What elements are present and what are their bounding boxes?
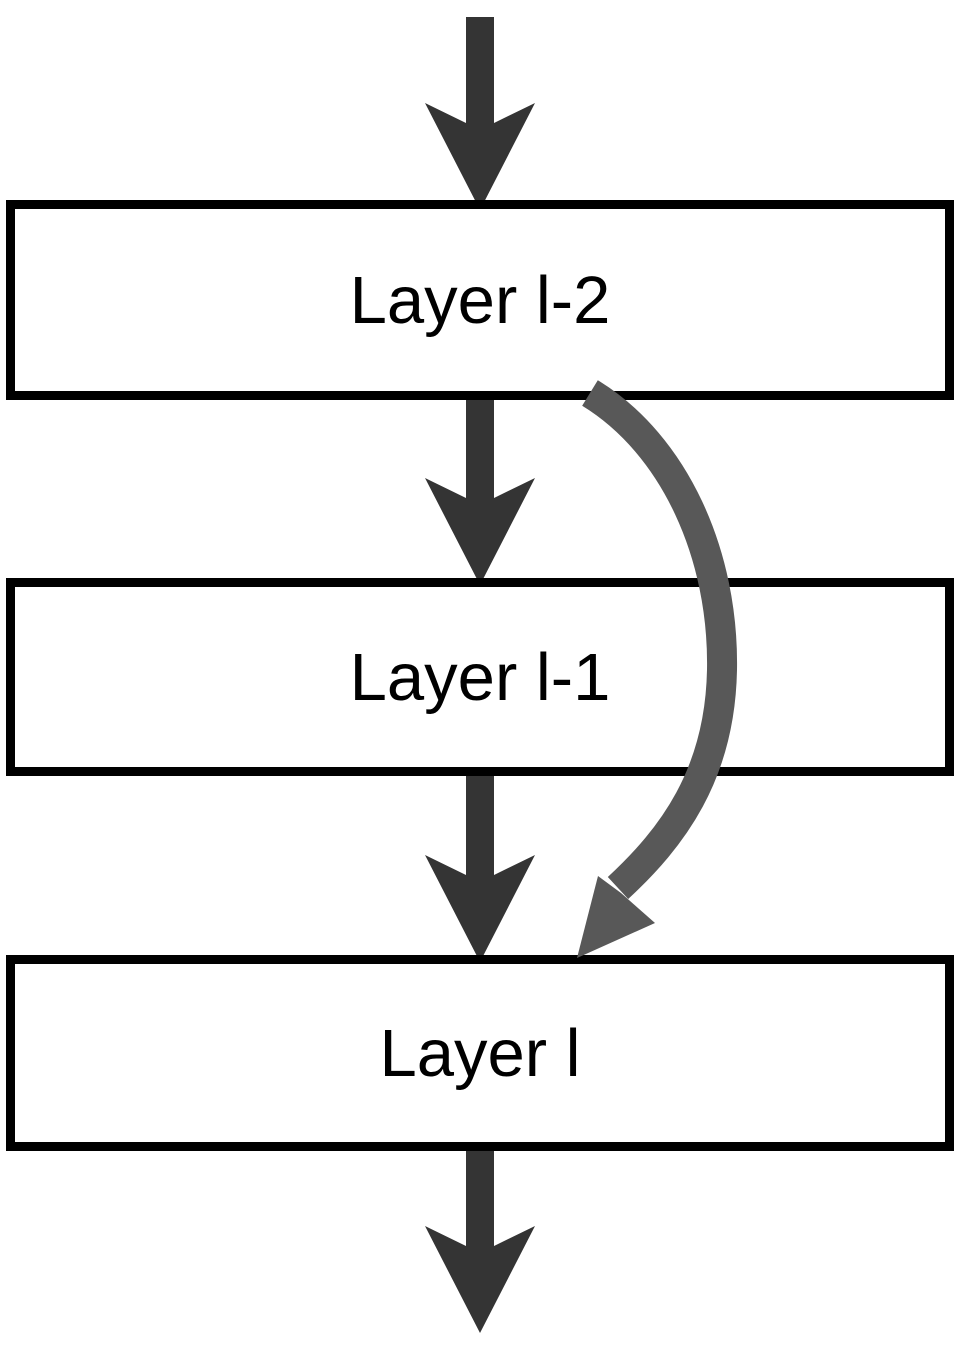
node-label-layer-l: Layer l [379, 1015, 581, 1091]
skip-connection-arrowhead-icon [577, 876, 655, 958]
input-arrow-icon [425, 17, 535, 210]
flow-arrow-l1-to-l-icon [425, 770, 535, 962]
output-arrow-icon [425, 1145, 535, 1333]
flow-arrow-l2-to-l1-icon [425, 393, 535, 585]
node-layer-l: Layer l [6, 955, 954, 1151]
node-layer-l-2: Layer l-2 [6, 200, 954, 400]
node-layer-l-1: Layer l-1 [6, 578, 954, 776]
node-label-layer-l-2: Layer l-2 [349, 262, 611, 338]
node-label-layer-l-1: Layer l-1 [349, 639, 611, 715]
